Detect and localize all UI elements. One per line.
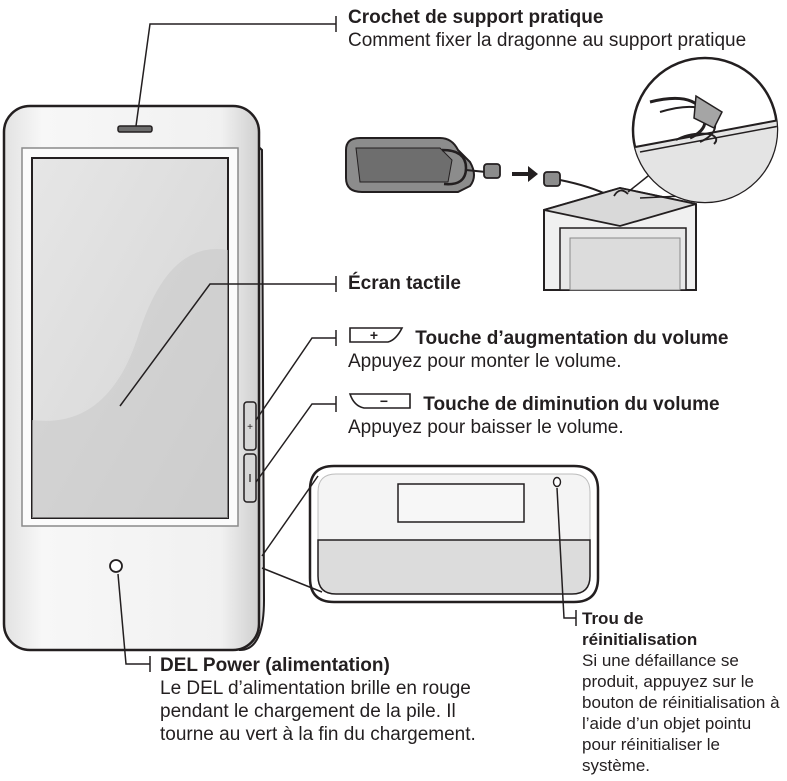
label-hook-title: Crochet de support pratique — [348, 6, 748, 29]
strap-illustration — [346, 58, 787, 290]
strap-hook — [118, 126, 152, 132]
label-hook-desc: Comment fixer la dragonne au support pra… — [348, 29, 748, 52]
volume-down-key-icon: − — [348, 392, 412, 410]
reset-closeup — [262, 466, 598, 602]
reset-hole-icon — [554, 478, 561, 487]
label-power-led-title: DEL Power (alimentation) — [160, 654, 490, 677]
label-reset-desc: Si une défaillance se produit, appuyez s… — [582, 650, 782, 776]
label-vol-up: + Touche d’augmentation du volume Appuye… — [348, 326, 787, 373]
label-power-led-desc: Le DEL d’alimentation brille en rouge pe… — [160, 677, 490, 746]
volume-up-key-icon: + — [348, 326, 404, 344]
svg-text:+: + — [247, 422, 253, 433]
label-reset-title: Trou de réinitialisation — [582, 608, 722, 650]
label-screen: Écran tactile — [348, 272, 648, 295]
closeup-window — [398, 484, 524, 522]
label-vol-down-desc: Appuyez pour baisser le volume. — [348, 416, 787, 439]
label-power-led: DEL Power (alimentation) Le DEL d’alimen… — [160, 654, 490, 746]
label-vol-down: − Touche de diminution du volume Appuyez… — [348, 392, 787, 439]
label-hook: Crochet de support pratique Comment fixe… — [348, 6, 748, 52]
power-led-icon — [110, 560, 122, 572]
svg-text:−: − — [380, 393, 388, 409]
label-vol-up-desc: Appuyez pour monter le volume. — [348, 350, 787, 373]
label-reset: Trou de réinitialisation Si une défailla… — [582, 608, 782, 776]
tablet-device: + — [4, 106, 264, 650]
arrow-right-icon — [512, 166, 538, 182]
label-vol-up-title: Touche d’augmentation du volume — [415, 328, 728, 349]
label-screen-title: Écran tactile — [348, 272, 648, 295]
label-vol-down-title: Touche de diminution du volume — [423, 394, 719, 415]
svg-text:+: + — [370, 327, 378, 343]
